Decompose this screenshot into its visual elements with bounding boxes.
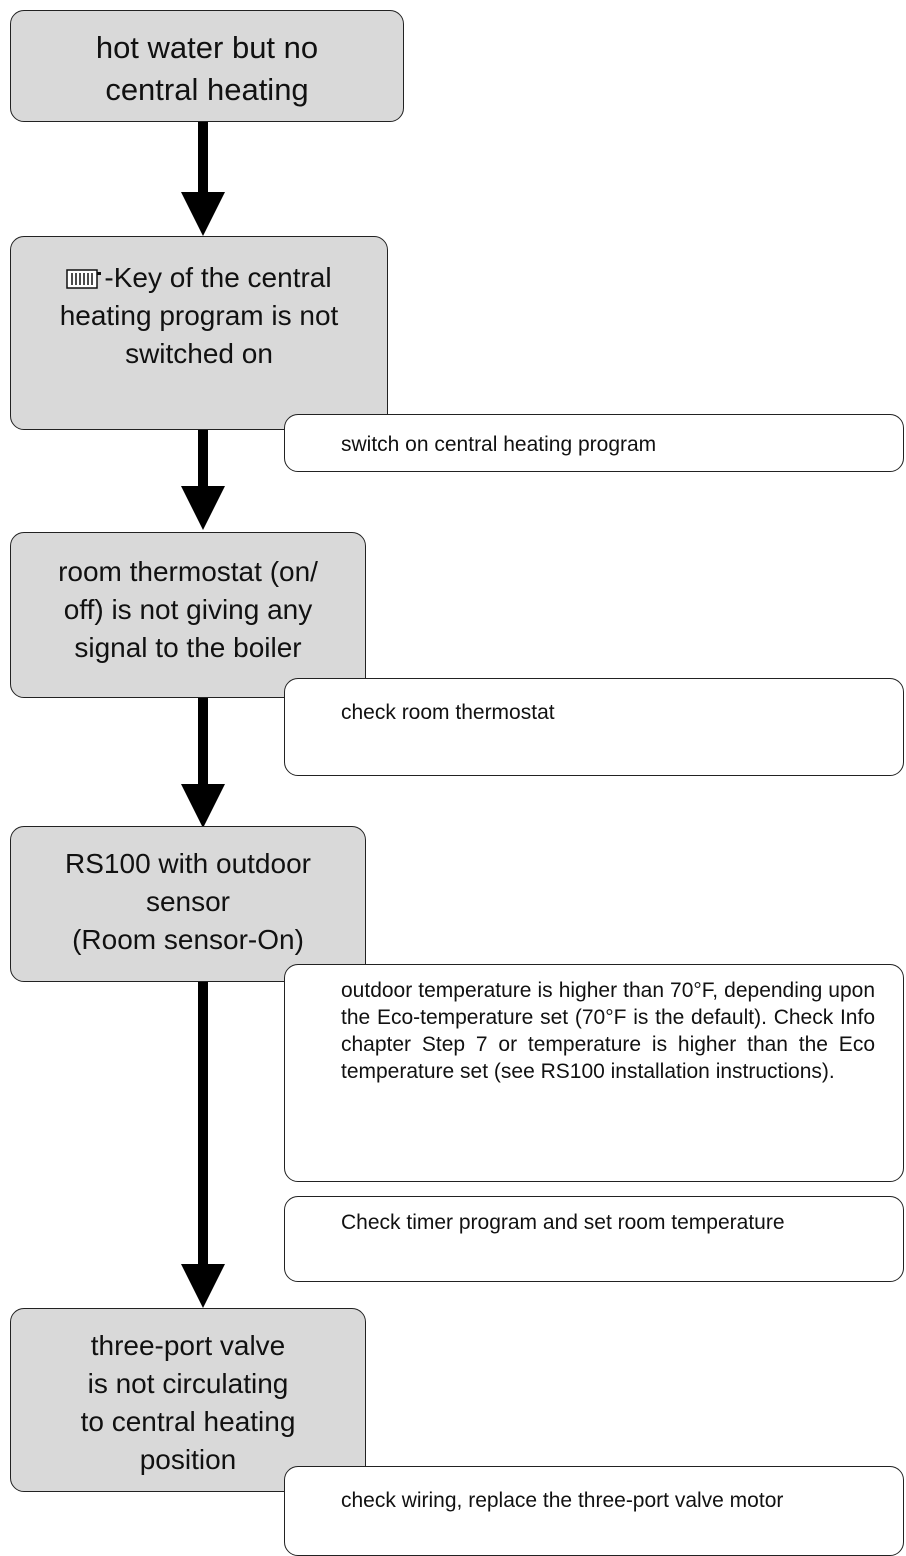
step-heating-key-off: -Key of the central heating program is n… (10, 236, 388, 430)
connector-line (198, 120, 208, 212)
step-text-line: is not circulating (87, 1368, 289, 1399)
action-outdoor-temperature: outdoor temperature is higher than 70°F,… (284, 964, 904, 1182)
action-check-thermostat: check room thermostat (284, 678, 904, 776)
arrow-down-icon (181, 784, 225, 828)
arrow-down-icon (181, 486, 225, 530)
step-text-line: RS100 with outdoor (65, 848, 311, 879)
action-text: check room thermostat (341, 701, 555, 724)
step-thermostat-no-signal: room thermostat (on/ off) is not giving … (10, 532, 366, 698)
step-text-line: to central heating (80, 1406, 296, 1437)
step-text-line: heating program is not (59, 300, 339, 331)
arrow-down-icon (181, 1264, 225, 1308)
step-text-line: -Key of the central (104, 262, 332, 293)
action-text: check wiring, replace the three-port val… (341, 1489, 784, 1512)
step-text-line: three-port valve (90, 1330, 286, 1361)
step-text-line: central heating (105, 72, 309, 107)
step-text-line: signal to the boiler (74, 632, 302, 663)
step-text-line: switched on (125, 338, 273, 369)
step-three-port-valve: three-port valve is not circulating to c… (10, 1308, 366, 1492)
step-rs100-outdoor-sensor: RS100 with outdoor sensor (Room sensor-O… (10, 826, 366, 982)
action-text: outdoor temperature is higher than 70°F,… (341, 979, 875, 1083)
step-text-line: position (139, 1444, 237, 1475)
action-check-wiring: check wiring, replace the three-port val… (284, 1466, 904, 1556)
action-text: switch on central heating program (341, 433, 657, 456)
step-text-line: off) is not giving any (63, 594, 313, 625)
step-text-line: hot water but no (95, 30, 319, 65)
connector-line (198, 698, 208, 790)
connector-line (198, 428, 208, 488)
step-text-line: (Room sensor-On) (72, 924, 304, 955)
step-no-central-heating: hot water but no central heating (10, 10, 404, 122)
step-text-line: sensor (145, 886, 231, 917)
action-check-timer: Check timer program and set room tempera… (284, 1196, 904, 1282)
arrow-down-icon (181, 192, 225, 236)
connector-line (198, 982, 208, 1292)
action-switch-on-program: switch on central heating program (284, 414, 904, 472)
action-text: Check timer program and set room tempera… (341, 1211, 785, 1234)
radiator-icon (66, 262, 102, 289)
step-text-line: room thermostat (on/ (58, 556, 318, 587)
